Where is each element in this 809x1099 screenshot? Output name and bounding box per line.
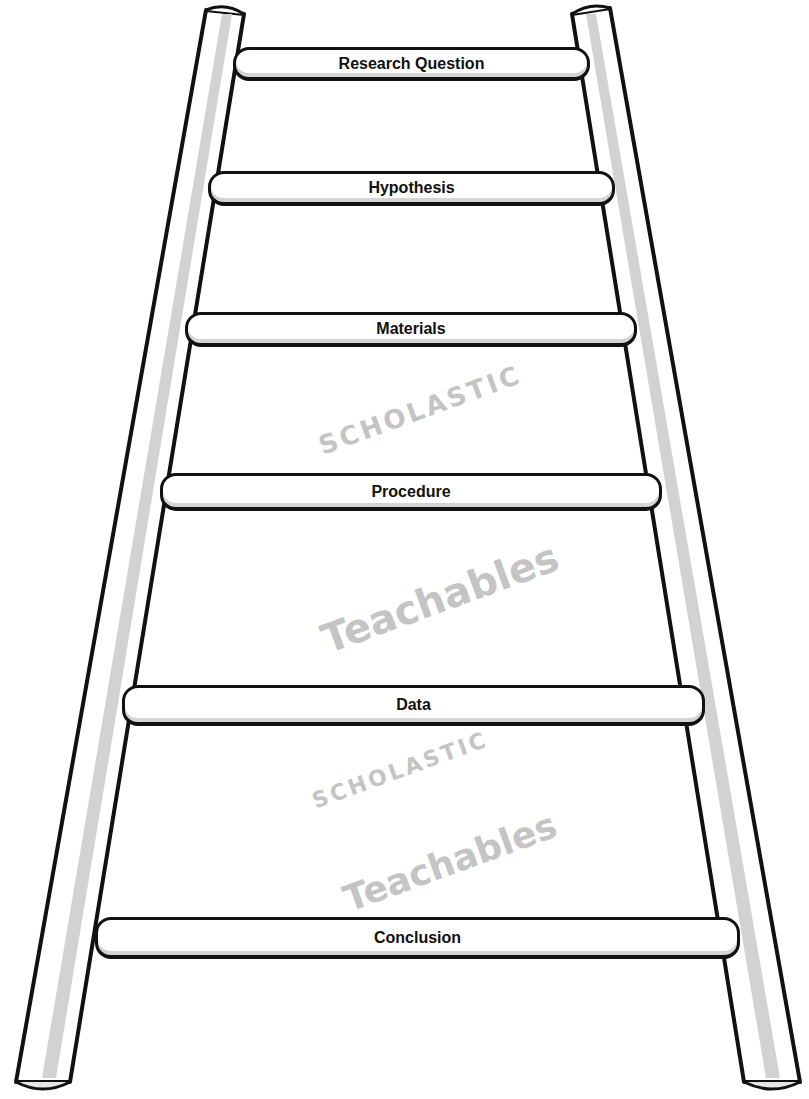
ladder-rung: Hypothesis [208, 171, 615, 206]
watermark: SCHOLASTIC [309, 727, 492, 814]
ladder-rung: Data [122, 685, 705, 726]
rung-label: Hypothesis [358, 179, 464, 197]
rail-end [744, 1082, 800, 1089]
rail-top [572, 6, 610, 14]
rung-label: Materials [366, 320, 455, 338]
ladder-rung: Conclusion [95, 917, 740, 959]
rail-top [206, 7, 244, 14]
rail-end [16, 1082, 70, 1089]
rung-label: Conclusion [364, 929, 471, 947]
rung-label: Data [386, 696, 441, 714]
ladder-rung: Procedure [160, 473, 662, 511]
watermark: SCHOLASTIC [315, 359, 526, 460]
watermark: Teachables [338, 804, 562, 919]
rung-label: Research Question [329, 55, 495, 73]
rung-label: Procedure [361, 483, 460, 501]
ladder-rung: Research Question [233, 47, 590, 81]
ladder-rung: Materials [185, 312, 637, 347]
watermark: Teachables [315, 534, 564, 662]
